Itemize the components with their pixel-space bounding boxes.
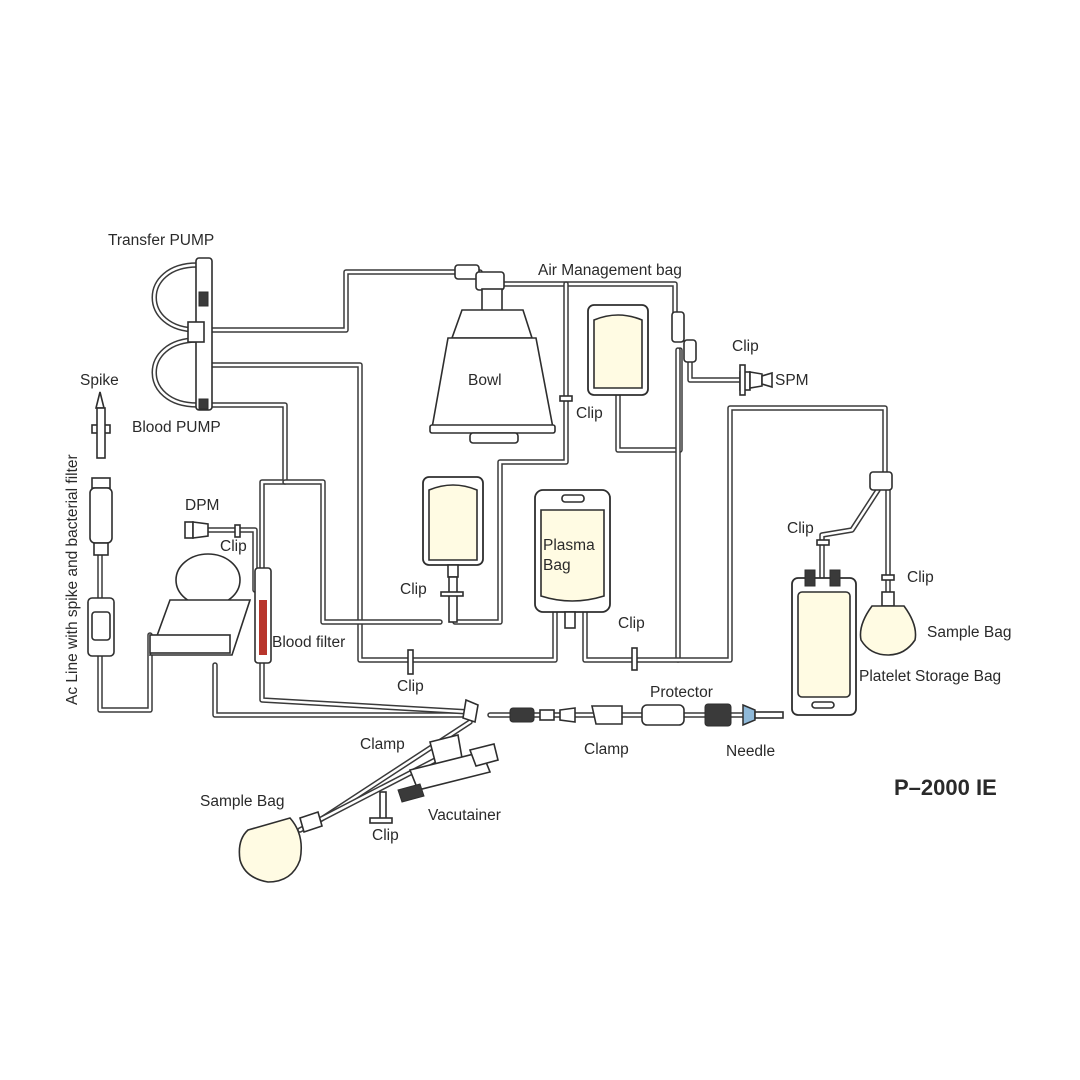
dpm-label: DPM <box>185 497 219 514</box>
dpm-and-roller <box>148 521 252 656</box>
plasma-bag-label-text: Plasma <box>543 537 595 554</box>
sample-bag-left-label: Sample Bag <box>200 793 284 810</box>
plasma-bag-shape <box>534 489 611 629</box>
left-collection-bag <box>422 476 484 623</box>
plasma-bag-label: Plasma Bag <box>543 537 599 574</box>
air-management-bag <box>587 304 697 396</box>
clip-sample-left-label: Clip <box>372 827 399 844</box>
transfer-pump-loop <box>151 262 200 333</box>
platelet-storage-bag-label: Platelet Storage Bag <box>859 668 1001 685</box>
clip-sample-right-label: Clip <box>907 569 934 586</box>
blood-pump-label: Blood PUMP <box>132 419 221 436</box>
sample-bag-right-shape <box>859 591 917 656</box>
bowl <box>429 264 556 444</box>
needle-line-components <box>462 698 784 727</box>
ac-line-label: Ac Line with spike and bacterial filter <box>64 454 81 705</box>
labels: Transfer PUMP Air Management bag Spike B… <box>64 232 1011 844</box>
clip-air-bag-label: Clip <box>576 405 603 422</box>
clamp-left-label: Clamp <box>360 736 405 753</box>
air-management-bag-label: Air Management bag <box>538 262 682 279</box>
model-number: P–2000 IE <box>894 775 997 800</box>
plasma-bag-label-line2: Bag <box>543 557 571 574</box>
blood-filter-shape <box>254 567 272 664</box>
clips <box>234 364 895 675</box>
platelet-storage-bag-shape <box>791 471 893 716</box>
clip-bottom-right-label: Clip <box>618 615 645 632</box>
vacutainer-components <box>238 734 499 883</box>
needle-label: Needle <box>726 743 775 760</box>
blood-filter-label: Blood filter <box>272 634 345 651</box>
clamp-center-label: Clamp <box>584 741 629 758</box>
clip-storage-label: Clip <box>787 520 814 537</box>
protector-label: Protector <box>650 684 713 701</box>
blood-pump-loop <box>151 337 200 408</box>
ac-line-components <box>87 391 115 657</box>
clip-dpm-label: Clip <box>220 538 247 555</box>
transfer-pump-label: Transfer PUMP <box>108 232 214 249</box>
spike-label: Spike <box>80 372 119 389</box>
spm-label: SPM <box>775 372 809 389</box>
vacutainer-label: Vacutainer <box>428 807 501 824</box>
pump-manifold <box>187 257 213 411</box>
bowl-label: Bowl <box>468 372 502 389</box>
sample-bag-right-label: Sample Bag <box>927 624 1011 641</box>
clip-left-bag-label: Clip <box>400 581 427 598</box>
clip-bottom-center-label: Clip <box>397 678 424 695</box>
clip-spm-label: Clip <box>732 338 759 355</box>
